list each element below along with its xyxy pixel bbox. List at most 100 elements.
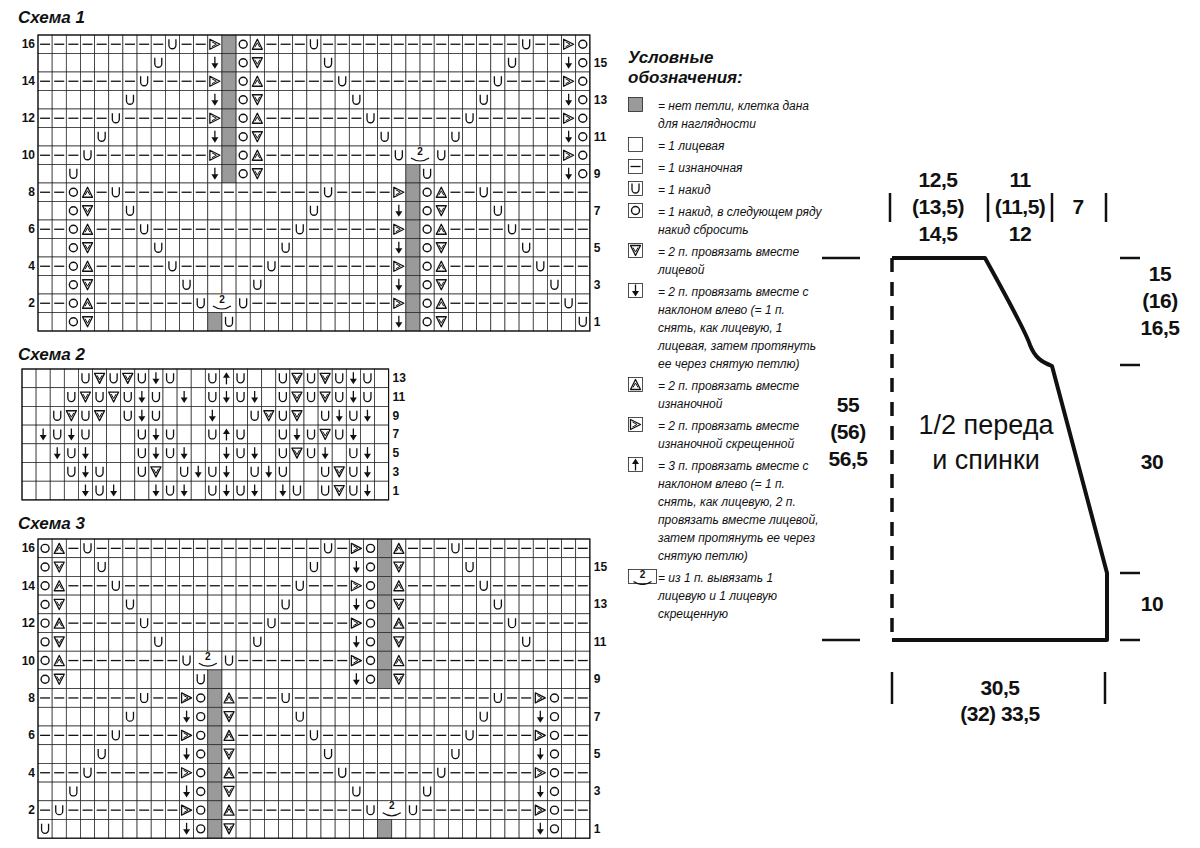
purl-mark	[281, 585, 291, 586]
chart-cell	[562, 689, 576, 708]
chart-cell	[22, 463, 36, 482]
chart-cell	[205, 406, 219, 425]
chart-cell	[505, 91, 519, 110]
ssk-mark	[324, 447, 325, 454]
yarn-over-mark	[494, 693, 501, 703]
chart-cell	[290, 481, 304, 500]
purl-two-tbl-inner	[396, 264, 401, 269]
chart-cell	[163, 425, 177, 444]
chart-cell	[293, 651, 307, 670]
yarn-over-mark	[138, 373, 145, 383]
purl-mark	[578, 229, 588, 230]
chart-cell	[547, 539, 561, 558]
chart-cell	[123, 689, 137, 708]
chart-cell	[434, 313, 448, 332]
chart-cell	[378, 313, 392, 332]
yarn-over-mark	[523, 637, 530, 647]
drop-yarn-over-mark	[579, 59, 587, 67]
chart-cell	[109, 614, 123, 633]
chart-cell	[165, 614, 179, 633]
chart-cell	[392, 539, 406, 558]
purl-two-together-inner	[57, 659, 62, 664]
chart-cell	[52, 294, 66, 313]
chart-cell	[562, 109, 576, 128]
chart-cell	[576, 183, 590, 202]
chart-cell	[123, 220, 137, 239]
chart-cell	[420, 54, 434, 73]
purl-mark	[549, 192, 559, 193]
ssk-mark	[356, 673, 357, 680]
chart-cell	[222, 220, 236, 239]
chart-cell	[477, 614, 491, 633]
chart-cell	[107, 425, 121, 444]
purl-mark	[167, 192, 177, 193]
chart-cell	[576, 539, 590, 558]
increase-bracket	[213, 306, 231, 309]
purl-mark	[182, 155, 192, 156]
chart-cell	[52, 239, 66, 258]
chart-cell	[95, 257, 109, 276]
chart-cell	[360, 425, 374, 444]
chart-cell	[463, 539, 477, 558]
yarn-over-mark	[126, 599, 133, 608]
chart-cell	[78, 481, 92, 500]
chart-cell	[378, 239, 392, 258]
chart-cell	[491, 72, 505, 91]
chart-cell	[392, 183, 406, 202]
chart-cell	[562, 558, 576, 577]
chart-cell	[533, 54, 547, 73]
chart-cell	[80, 707, 94, 726]
chart-cell	[264, 539, 278, 558]
yarn-over-mark	[350, 467, 357, 477]
chart-cell	[547, 35, 561, 54]
chart-cell	[250, 670, 264, 689]
chart-cell	[562, 239, 576, 258]
purl-mark	[337, 155, 347, 156]
chart-cell	[80, 239, 94, 258]
purl-mark	[549, 585, 559, 586]
chart-cell	[335, 576, 349, 595]
drop-yarn-over-mark	[239, 170, 247, 178]
chart-cell	[137, 165, 151, 184]
purl-mark	[54, 118, 64, 119]
chart-cell	[533, 257, 547, 276]
chart-cell	[505, 183, 519, 202]
purl-mark	[97, 81, 107, 82]
purl-two-tbl-inner	[212, 153, 217, 158]
knit-two-together-mark	[123, 373, 133, 383]
chart-cell	[80, 595, 94, 614]
purl-two-together-mark	[54, 618, 64, 628]
chart-cell	[165, 146, 179, 165]
chart-cell	[66, 689, 80, 708]
chart-cell	[38, 576, 52, 595]
purl-mark	[450, 118, 460, 119]
chart-cell	[533, 165, 547, 184]
chart-cell	[378, 35, 392, 54]
drop-yarn-over-mark	[239, 40, 247, 48]
purl-mark	[380, 81, 390, 82]
chart-cell	[236, 651, 250, 670]
purl-two-together-mark	[83, 261, 93, 271]
yarn-over-mark	[325, 543, 332, 553]
chart-cell	[208, 91, 222, 110]
yarn-over-mark	[268, 618, 275, 628]
chart-cell	[519, 183, 533, 202]
chart-cell	[38, 220, 52, 239]
chart-cell	[38, 54, 52, 73]
chart-cell	[505, 35, 519, 54]
purl-mark	[97, 266, 107, 267]
ssk-mark	[57, 447, 58, 454]
chart-cell	[38, 707, 52, 726]
purl-mark	[450, 44, 460, 45]
chart-cell	[363, 558, 377, 577]
yarn-over-mark	[110, 373, 117, 383]
chart-cell	[151, 651, 165, 670]
chart-cell	[279, 633, 293, 652]
chart-cell	[406, 614, 420, 633]
chart-cell	[349, 633, 363, 652]
purl-two-together-inner	[57, 584, 62, 589]
yarn-over-mark	[152, 392, 159, 402]
purl-two-tbl-inner	[353, 658, 358, 663]
no-stitch-cell	[222, 54, 236, 73]
chart-cell	[123, 72, 137, 91]
